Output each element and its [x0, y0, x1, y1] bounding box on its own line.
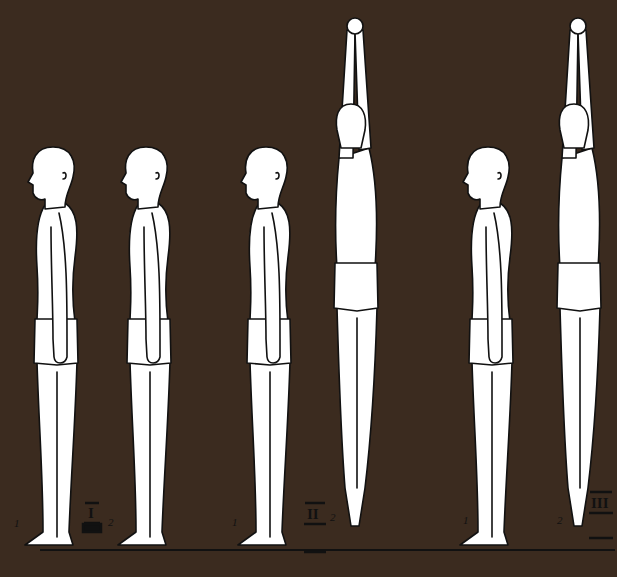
- callout-number: 2: [557, 515, 563, 526]
- callout-number: 1: [14, 518, 20, 529]
- callout-number: 1: [232, 517, 238, 528]
- standing-figure: [238, 147, 291, 545]
- jumping-figure: [557, 18, 601, 526]
- position-marker: II: [307, 507, 319, 522]
- callout-number: 1: [463, 515, 469, 526]
- ground-line: [40, 549, 615, 551]
- marker-bars: [83, 492, 613, 552]
- standing-figure: [460, 147, 513, 545]
- position-marker: III: [591, 496, 609, 511]
- standing-figure: [118, 147, 171, 545]
- jumping-figure: [334, 18, 378, 526]
- standing-figure: [25, 147, 78, 545]
- callout-number: 2: [108, 517, 114, 528]
- position-marker: I: [88, 506, 94, 521]
- callout-number: 2: [330, 512, 336, 523]
